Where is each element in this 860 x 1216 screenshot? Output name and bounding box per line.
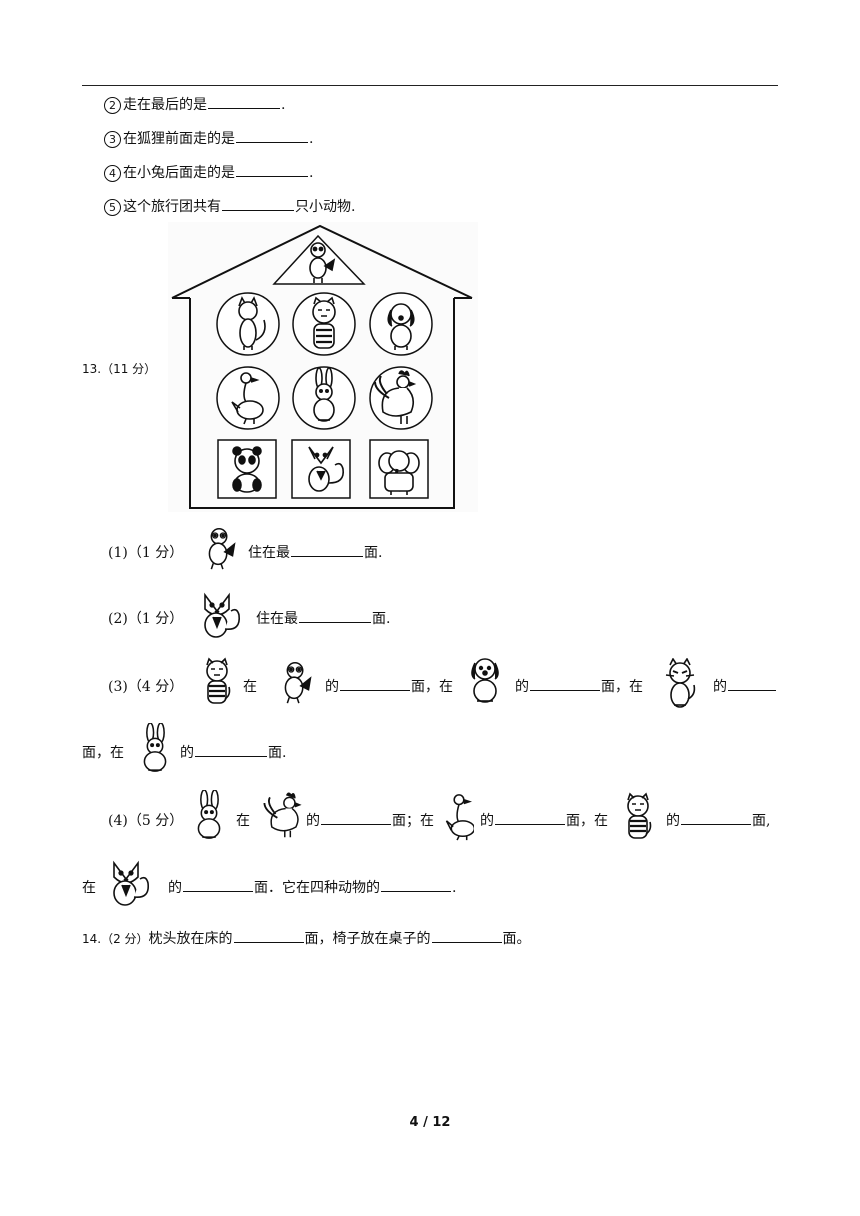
- q13-sub4-part2: 的面，在: [480, 810, 608, 830]
- circled-number: 5: [104, 199, 121, 216]
- header-rule: [82, 85, 778, 86]
- q13-sub3-part2: 的面，在: [515, 676, 643, 696]
- rabbit-icon: [192, 790, 226, 840]
- q13-sub2-text: 住在最面.: [256, 608, 390, 628]
- q13-sub3-part4: 的面.: [180, 742, 286, 762]
- fox-icon: [197, 589, 243, 641]
- q13-sub4-part1: 的面；在: [306, 810, 434, 830]
- answer-blank[interactable]: [183, 877, 253, 892]
- q13-sub4-part4: 的面．它在四种动物的.: [168, 877, 456, 897]
- answer-blank[interactable]: [431, 928, 502, 943]
- q13-sub3-part1: 的面，在: [325, 676, 453, 696]
- answer-blank[interactable]: [222, 196, 294, 211]
- circled-number: 3: [104, 131, 121, 148]
- tiger-icon: [201, 657, 233, 707]
- answer-blank[interactable]: [299, 608, 371, 623]
- animal-house-figure: [168, 222, 478, 512]
- rabbit-icon: [138, 723, 172, 773]
- dog-icon: [468, 655, 502, 705]
- question-14: 14.（2 分）枕头放在床的面，椅子放在桌子的面。: [82, 928, 531, 948]
- word-zai: 在: [236, 813, 250, 829]
- q13-sub3-label: (3)（4 分）: [108, 679, 184, 695]
- answer-blank[interactable]: [381, 877, 451, 892]
- q13-sub3-part3: 的: [713, 676, 777, 696]
- cat-icon: [663, 658, 697, 708]
- bird-icon: [309, 242, 336, 283]
- question-14-label: 14.（2 分）: [82, 932, 149, 946]
- q13-sub4-label: (4)（5 分）: [108, 813, 184, 829]
- q13-sub4-part3: 的面,: [666, 810, 770, 830]
- answer-blank[interactable]: [236, 162, 308, 177]
- answer-blank[interactable]: [340, 676, 410, 691]
- answer-blank[interactable]: [728, 676, 776, 691]
- answer-blank[interactable]: [495, 810, 565, 825]
- question-13-label: 13.（11 分）: [82, 362, 157, 376]
- word-zai: 在: [243, 679, 257, 695]
- bird-icon: [199, 523, 241, 573]
- rooster-icon: [262, 790, 302, 840]
- answer-blank[interactable]: [681, 810, 751, 825]
- answer-blank[interactable]: [208, 94, 280, 109]
- duck-icon: [444, 792, 474, 842]
- q13-sub1-label: (1)（1 分）: [108, 545, 184, 561]
- q13-sub4-cont: 在: [82, 880, 96, 896]
- answer-blank[interactable]: [291, 542, 363, 557]
- answer-blank[interactable]: [195, 742, 267, 757]
- q13-sub2-label: (2)（1 分）: [108, 611, 184, 627]
- answer-blank[interactable]: [321, 810, 391, 825]
- tiger-icon: [622, 792, 654, 842]
- fox-icon: [106, 857, 152, 909]
- answer-blank[interactable]: [236, 128, 308, 143]
- circled-number: 4: [104, 165, 121, 182]
- answer-blank[interactable]: [530, 676, 600, 691]
- bird-icon: [275, 657, 317, 707]
- circled-number: 2: [104, 97, 121, 114]
- page-number: 4 / 12: [409, 1115, 451, 1130]
- q13-sub3-cont: 面，在: [82, 745, 124, 761]
- answer-blank[interactable]: [233, 928, 304, 943]
- q13-sub1-text: 住在最面.: [248, 542, 382, 562]
